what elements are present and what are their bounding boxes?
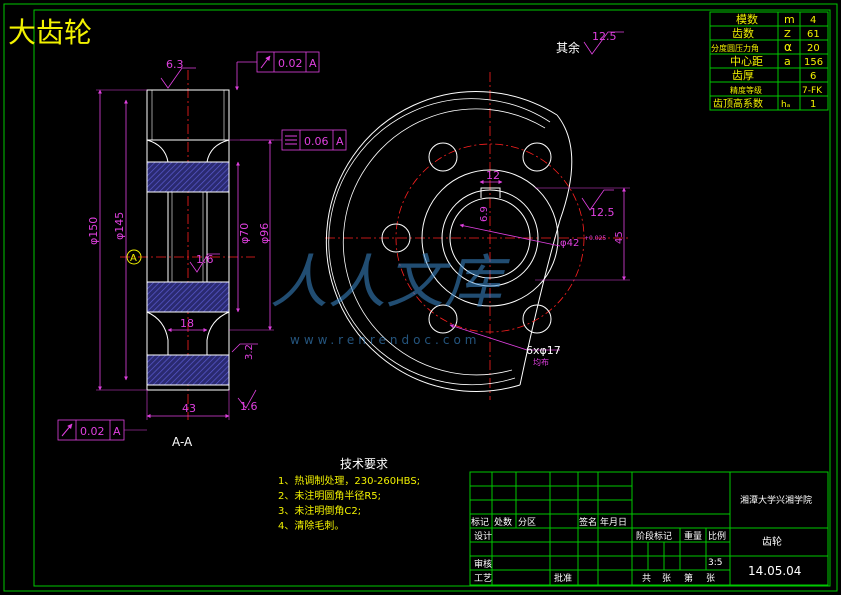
drawing-date: 14.05.04 [748, 564, 801, 578]
dim-bore-d: φ42 [560, 238, 579, 249]
svg-text:1、热调制处理，230-260HBS;: 1、热调制处理，230-260HBS; [278, 474, 420, 487]
dim-d96: φ96 [258, 223, 271, 244]
svg-text:3、未注明倒角C2;: 3、未注明倒角C2; [278, 504, 361, 517]
svg-text:6: 6 [810, 71, 816, 82]
svg-text:签名: 签名 [579, 516, 597, 528]
dim-w18: 18 [180, 317, 194, 330]
svg-text:工艺: 工艺 [474, 573, 492, 584]
svg-text:m: m [784, 13, 795, 26]
svg-text:处数: 处数 [494, 516, 512, 528]
svg-text:重量: 重量 [684, 530, 702, 542]
dim-bore: 45 [614, 231, 625, 244]
ra-face: 1.6 [196, 253, 214, 266]
svg-text:齿顶高系数: 齿顶高系数 [713, 97, 763, 110]
svg-text:156: 156 [804, 57, 823, 68]
svg-text:hₐ: hₐ [781, 100, 790, 110]
runout-top: 0.02 [278, 57, 303, 70]
part-name: 齿轮 [762, 535, 782, 548]
outer-frame [3, 3, 838, 592]
dim-key-w: 12 [486, 169, 500, 182]
dim-holes-note: 均布 [533, 357, 549, 367]
svg-text:精度等级: 精度等级 [730, 85, 762, 95]
dim-d145: φ145 [113, 212, 126, 240]
ra-top: 6.3 [166, 58, 184, 71]
front-view [325, 72, 630, 400]
school-name: 湘潭大学兴湘学院 [740, 494, 812, 506]
tech-requirements: 技术要求 1、热调制处理，230-260HBS; 2、未注明圆角半径R5; 3、… [278, 457, 420, 532]
svg-text:4、清除毛刺。: 4、清除毛刺。 [278, 519, 344, 532]
svg-text:审核: 审核 [474, 558, 492, 570]
svg-text:张: 张 [706, 573, 715, 584]
dim-bore-tol: +0.025 [584, 235, 606, 242]
tech-heading: 技术要求 [340, 457, 388, 471]
section-dimensions: φ150 φ145 φ70 φ96 18 43 6.3 0.02 A [57, 51, 347, 441]
dim-key-t: 6.9 [479, 206, 490, 222]
svg-text:批准: 批准 [554, 572, 572, 584]
svg-text:中心距: 中心距 [730, 55, 763, 68]
ra-other: 12.5 [592, 30, 617, 43]
svg-text:a: a [784, 55, 791, 68]
dim-w43: 43 [182, 402, 196, 415]
svg-text:20: 20 [807, 43, 820, 54]
svg-text:设计: 设计 [474, 530, 492, 542]
datum-a: A [130, 253, 137, 264]
svg-text:齿数: 齿数 [732, 27, 754, 40]
hatch-upper [146, 161, 230, 193]
dim-holes: 6xφ17 [526, 344, 561, 357]
svg-text:比例: 比例 [708, 530, 726, 542]
svg-text:张: 张 [662, 573, 671, 584]
svg-text:标记: 标记 [471, 516, 489, 528]
sym-datum: A [336, 135, 344, 148]
inner-frame [33, 9, 831, 587]
svg-text:分区: 分区 [518, 517, 536, 528]
runout-top-datum: A [309, 57, 317, 70]
svg-text:1: 1 [810, 99, 816, 110]
hatch-rim [146, 354, 230, 386]
ra-32: 3.2 [244, 344, 255, 360]
front-dimensions: 12 6.9 45 12.5 φ42 +0.025 6xφ17 均布 [449, 169, 630, 367]
dim-d70: φ70 [238, 223, 251, 244]
drawing-title: 大齿轮 [8, 16, 92, 49]
section-view [120, 70, 255, 420]
svg-text:α: α [784, 40, 792, 54]
title-block: 标记 处数 分区 签名 年月日 设计 审核 工艺 批准 阶段标记 重量 比例 3… [469, 471, 829, 586]
dim-d150: φ150 [87, 217, 100, 245]
section-label: A-A [172, 435, 193, 449]
runout-bottom-datum: A [113, 425, 121, 438]
runout-bottom: 0.02 [80, 425, 105, 438]
svg-text:年月日: 年月日 [600, 516, 627, 528]
svg-text:2、未注明圆角半径R5;: 2、未注明圆角半径R5; [278, 489, 381, 502]
svg-text:阶段标记: 阶段标记 [636, 530, 672, 542]
watermark-cn: 人人文库 [270, 248, 510, 316]
watermark-url: www.renrendoc.com [290, 333, 480, 347]
svg-text:共: 共 [642, 573, 651, 584]
svg-text:61: 61 [807, 29, 820, 40]
ra-right: 12.5 [590, 206, 615, 219]
scale-value: 3:5 [708, 558, 722, 568]
qiyu-label: 其余 [556, 40, 580, 55]
svg-text:第: 第 [684, 572, 693, 584]
hatch-lower [146, 281, 230, 313]
svg-text:模数: 模数 [736, 13, 758, 26]
sym-tol: 0.06 [304, 135, 329, 148]
param-table: 模数 m 4 齿数 Z 61 分度圆压力角 α 20 中心距 a 156 齿厚 … [709, 11, 829, 111]
svg-text:分度圆压力角: 分度圆压力角 [711, 43, 759, 53]
svg-text:Z: Z [784, 29, 791, 40]
svg-text:7-FK: 7-FK [802, 86, 823, 96]
svg-text:齿厚: 齿厚 [732, 69, 754, 82]
ra-bottom: 1.6 [240, 400, 258, 413]
svg-text:4: 4 [810, 15, 816, 26]
